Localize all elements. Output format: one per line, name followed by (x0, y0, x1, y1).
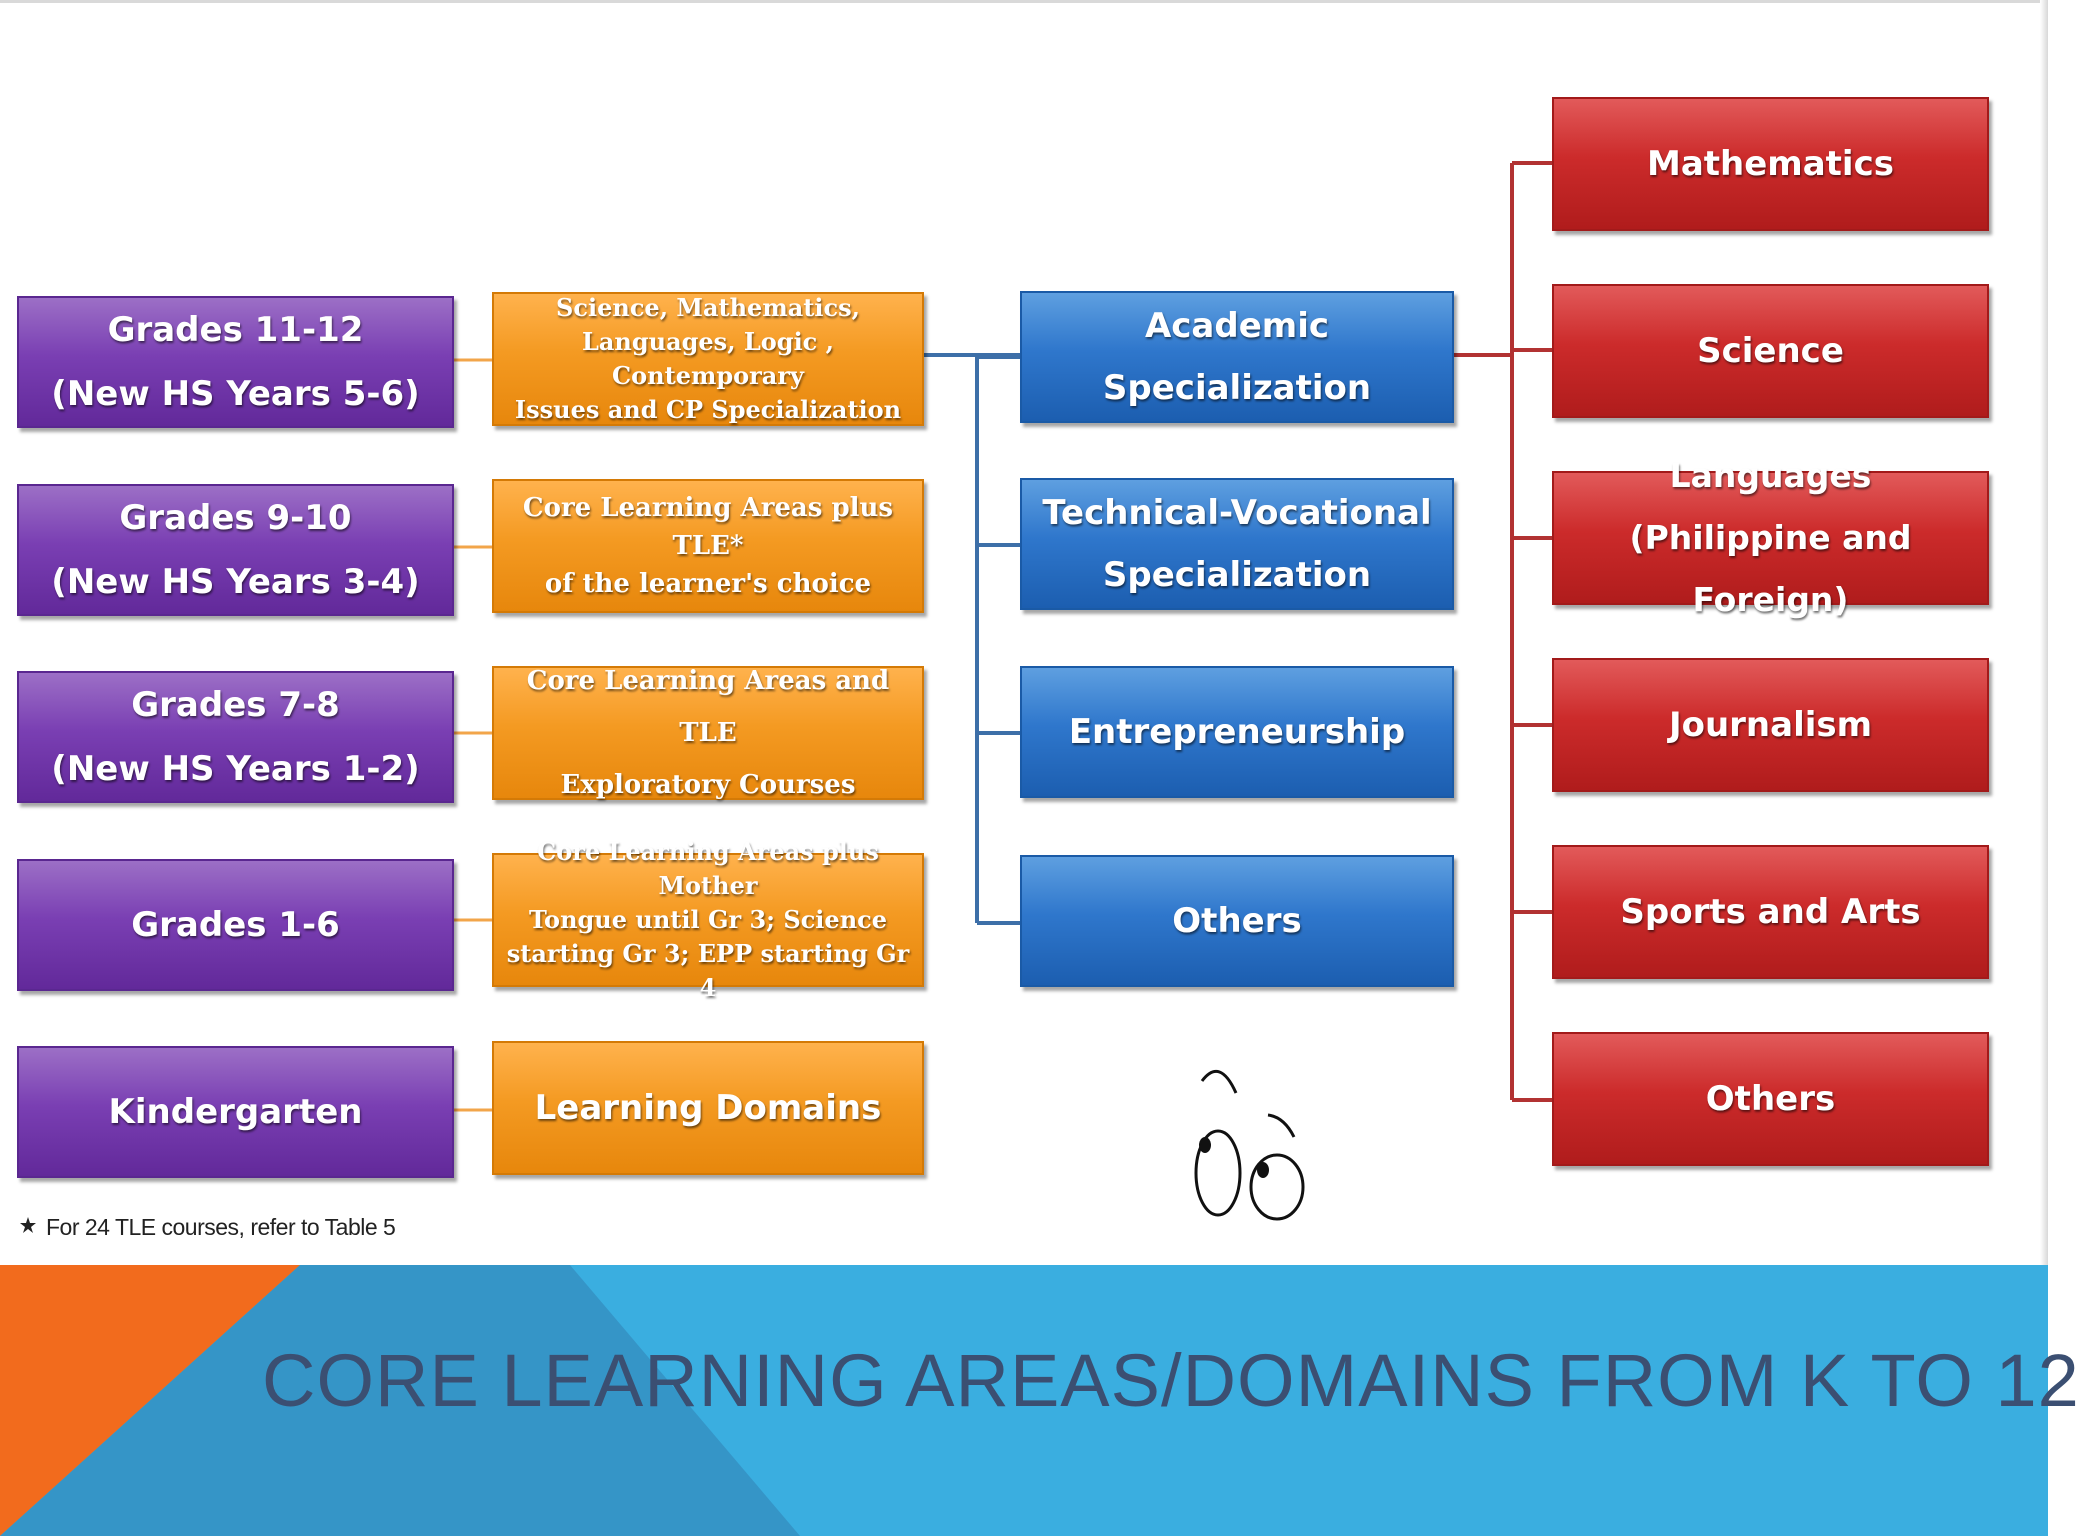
subject-box-languages: Languages (Philippine and Foreign) (1552, 456, 1989, 619)
spec-box-academic: Academic Specialization (1020, 291, 1454, 423)
grade-box-7-8: Grades 7-8 (New HS Years 1-2) (17, 671, 454, 803)
grade-label: Kindergarten (108, 1092, 363, 1132)
subject-box-sports-arts: Sports and Arts (1552, 845, 1989, 979)
connector-lines (454, 161, 1552, 1112)
right-edge-shadow (2040, 0, 2048, 1265)
area-label: Core Learning Areas plus Mother Tongue u… (506, 837, 910, 1002)
subject-label: Mathematics (1647, 144, 1894, 184)
area-box-1-6: Core Learning Areas plus Mother Tongue u… (492, 837, 924, 1002)
spec-box-others: Others (1020, 855, 1454, 987)
area-label: Core Learning Areas plus TLE* of the lea… (522, 493, 894, 599)
footnote: For 24 TLE courses, refer to Table 5 (46, 1214, 396, 1240)
grade-box-1-6: Grades 1-6 (17, 859, 454, 991)
grade-box-kindergarten: Kindergarten (17, 1046, 454, 1178)
spec-box-techvoc: Technical-Vocational Specialization (1020, 478, 1454, 610)
area-box-7-8: Core Learning Areas and TLE Exploratory … (492, 666, 924, 800)
spec-box-entrepreneurship: Entrepreneurship (1020, 666, 1454, 798)
worried-eyes-icon (1194, 1069, 1305, 1221)
area-box-11-12: Science, Mathematics, Languages, Logic ,… (492, 292, 924, 426)
slide-title: CORE LEARNING AREAS/DOMAINS FROM K TO 12 (262, 1339, 2080, 1422)
subject-label: Sports and Arts (1620, 892, 1921, 932)
title-banner (0, 1265, 2048, 1536)
subject-label: Languages (Philippine and Foreign) (1629, 456, 1912, 619)
subject-box-others: Others (1552, 1032, 1989, 1166)
subject-connectors (1454, 161, 1552, 1102)
area-box-kindergarten: Learning Domains (492, 1041, 924, 1175)
grade-label: Grades 9-10 (New HS Years 3-4) (51, 498, 420, 602)
area-box-9-10: Core Learning Areas plus TLE* of the lea… (492, 479, 924, 613)
area-label: Science, Mathematics, Languages, Logic ,… (514, 293, 902, 424)
top-border (0, 0, 2048, 3)
spec-label: Entrepreneurship (1068, 712, 1406, 752)
grade-label: Grades 11-12 (New HS Years 5-6) (51, 310, 420, 414)
subject-label: Others (1705, 1079, 1836, 1119)
grade-to-area-connectors (454, 358, 492, 1112)
grade-box-9-10: Grades 9-10 (New HS Years 3-4) (17, 484, 454, 616)
grade-label: Grades 7-8 (New HS Years 1-2) (51, 685, 420, 789)
spec-label: Others (1172, 901, 1302, 941)
subject-box-journalism: Journalism (1552, 658, 1989, 792)
subject-label: Science (1697, 331, 1844, 371)
subject-box-science: Science (1552, 284, 1989, 418)
banner-dark-wedge (0, 1265, 800, 1536)
area-label: Learning Domains (534, 1088, 882, 1128)
grade-label: Grades 1-6 (131, 905, 340, 945)
subject-label: Journalism (1668, 705, 1873, 745)
subject-box-mathematics: Mathematics (1552, 97, 1989, 231)
area-label: Core Learning Areas and TLE Exploratory … (526, 666, 890, 800)
grade-box-11-12: Grades 11-12 (New HS Years 5-6) (17, 296, 454, 428)
specialization-connectors (924, 353, 1020, 925)
spec-label: Technical-Vocational Specialization (1042, 493, 1432, 595)
star-icon (20, 1217, 36, 1233)
spec-label: Academic Specialization (1102, 306, 1372, 408)
